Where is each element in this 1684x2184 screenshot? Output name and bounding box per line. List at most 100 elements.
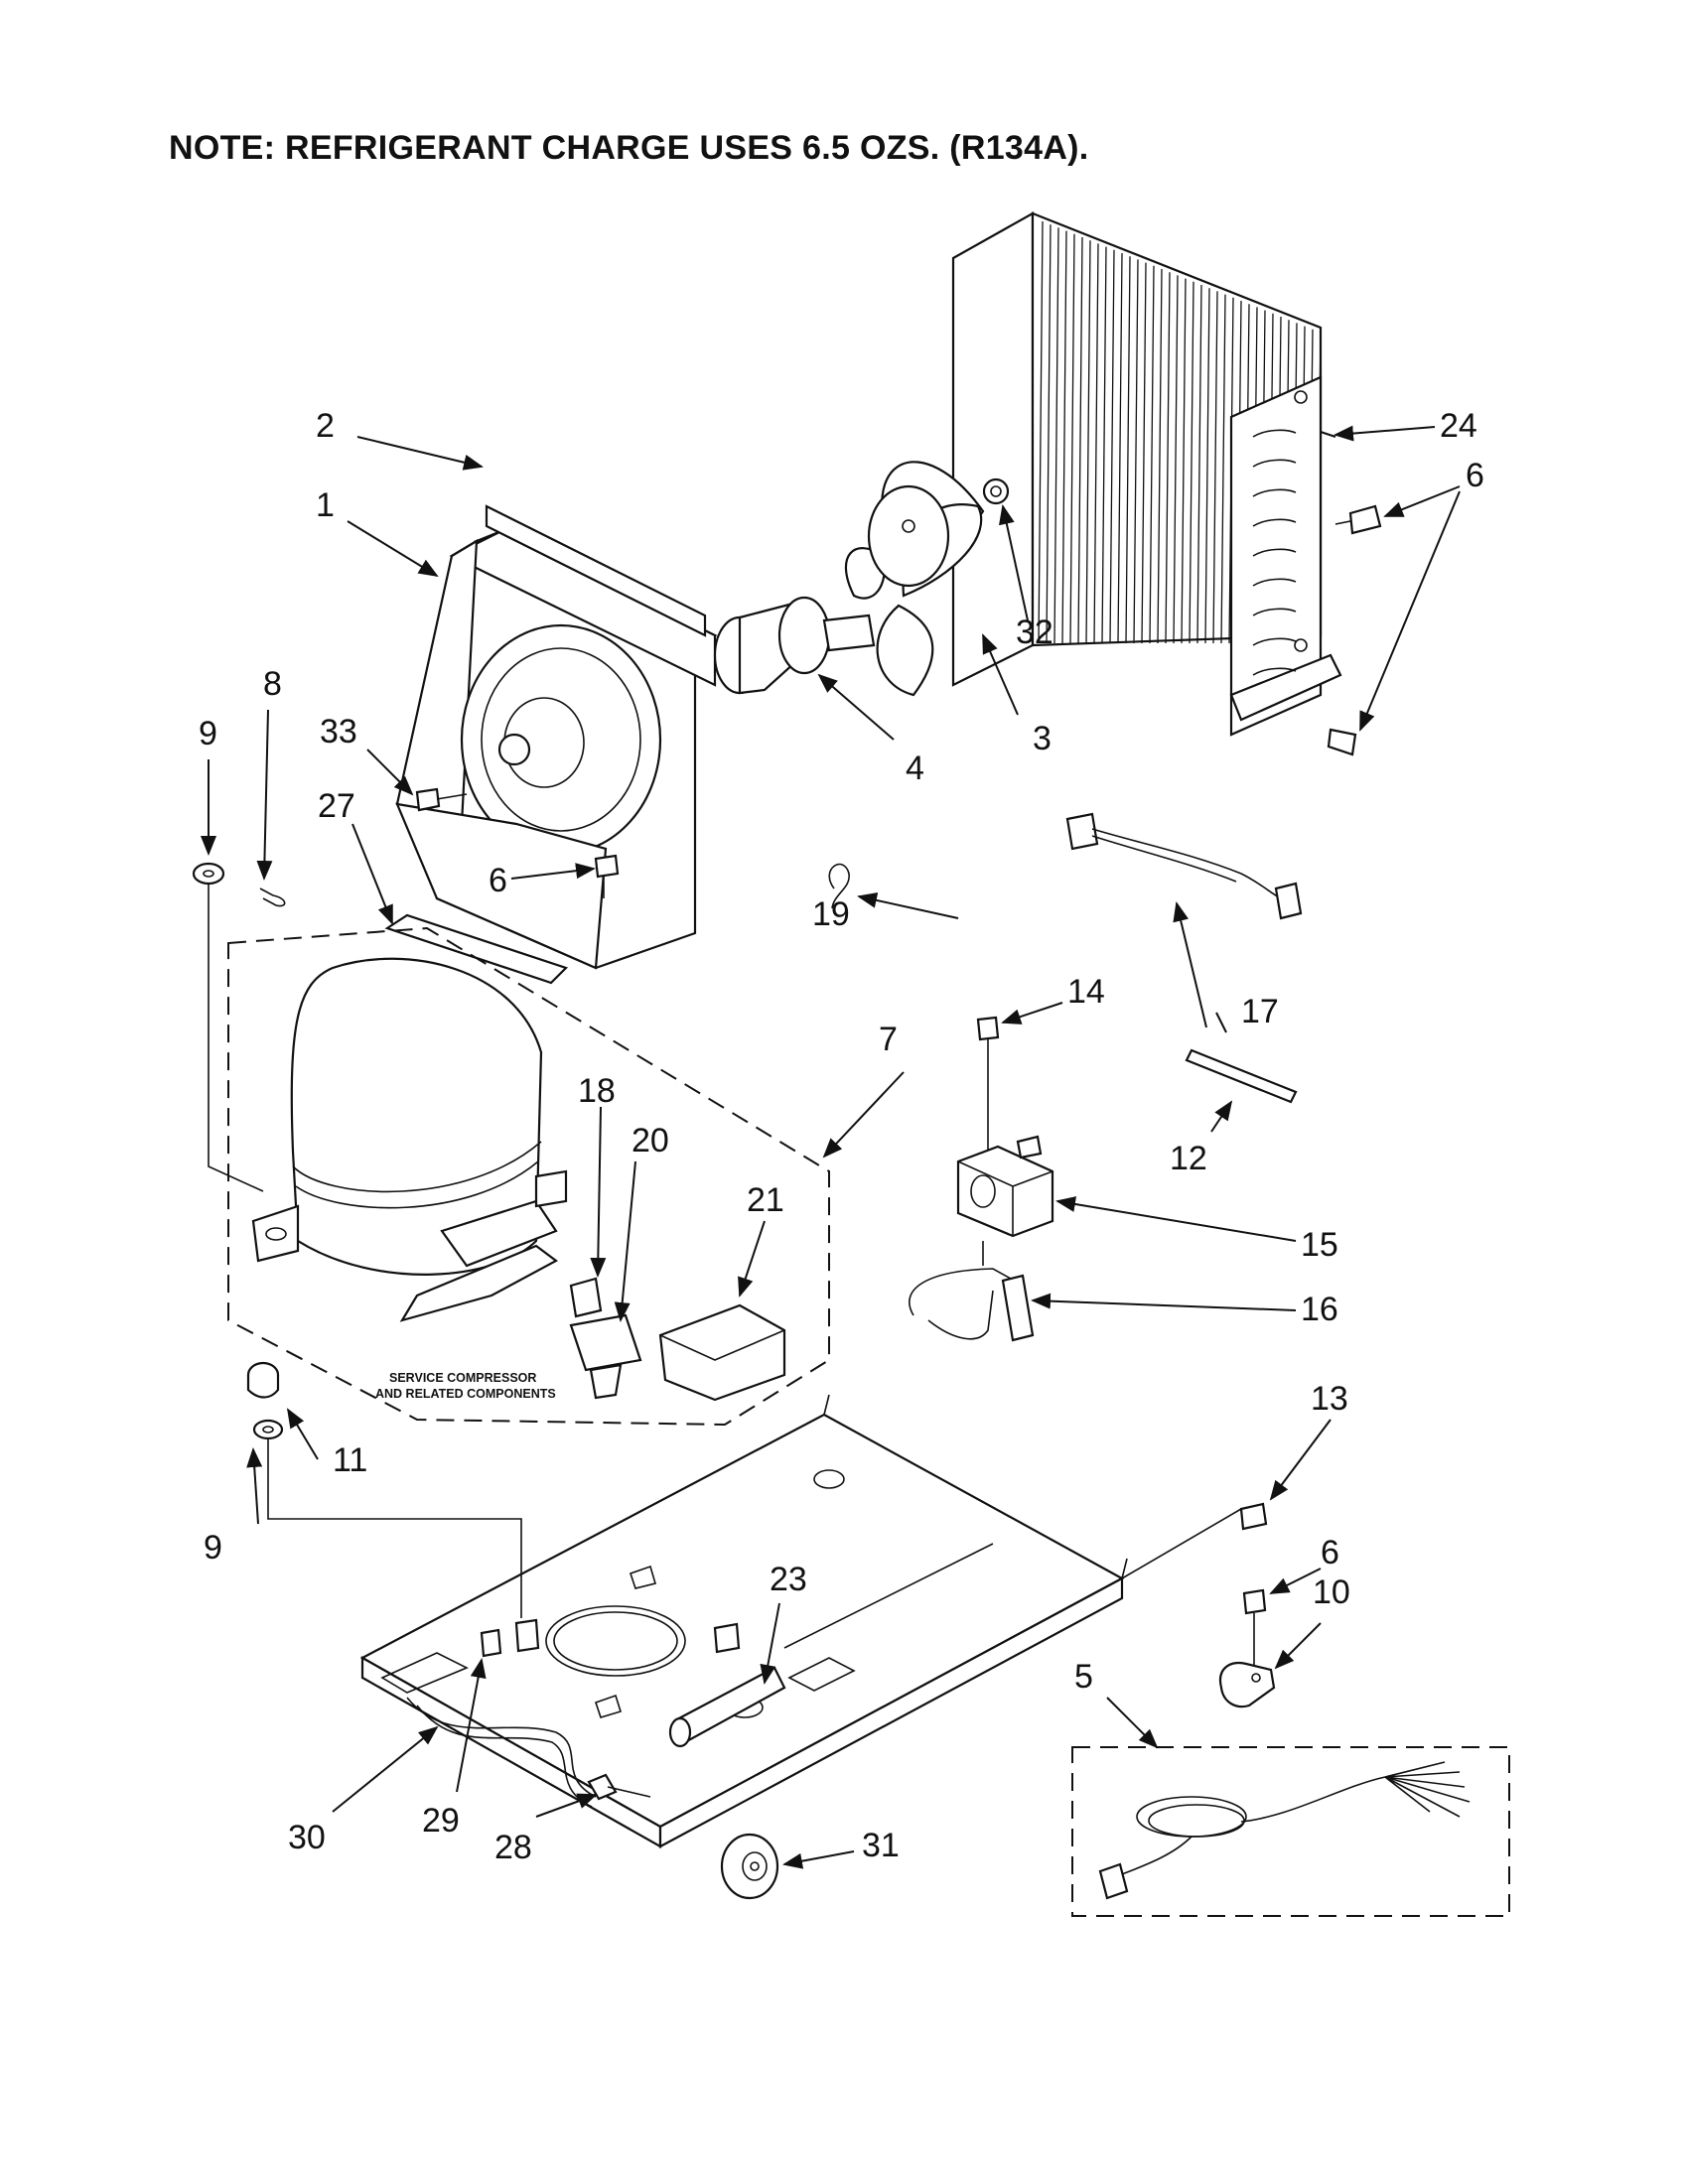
bracket-16 [909,1268,1035,1342]
condenser-tube-bend [1252,548,1297,557]
screw-29 [480,1628,502,1658]
callout-29: 29 [422,1802,460,1840]
callout-31: 31 [862,1827,900,1864]
fan-shroud [395,529,718,970]
screw-13 [1239,1502,1268,1531]
service-compressor-outline [227,926,830,1427]
condenser-fin [1181,278,1187,644]
condenser-fin [1053,227,1059,644]
washer-9-bottom [252,1419,284,1440]
callout-17: 17 [1241,993,1279,1030]
tube-30 [406,1697,597,1808]
relay-20 [569,1313,642,1400]
tube-12 [1185,1048,1298,1104]
capacitor-cover-21 [658,1303,786,1402]
condenser-fin [1196,284,1202,644]
condenser-fin [1189,281,1194,644]
condenser-fin [1046,224,1052,644]
solenoid-coil-15 [956,1135,1054,1238]
callout-30: 30 [288,1819,326,1856]
callout-33: 33 [320,713,357,751]
wire-harness-17 [1065,812,1303,920]
callout-19: 19 [812,895,850,933]
condenser-fin [1165,272,1171,644]
condenser-fin [1069,233,1075,644]
callout-24: 24 [1440,407,1477,445]
callout-4: 4 [906,750,924,787]
callout-32: 32 [1016,614,1053,651]
condenser-fin [1133,259,1139,644]
condenser-fin [1101,246,1107,644]
overload-18 [569,1277,603,1318]
base-pan [359,1394,1128,1848]
condenser-fin [1085,240,1091,644]
callout-20: 20 [632,1122,669,1160]
callout-6-a: 6 [1466,457,1484,494]
screw-6-lower [1327,728,1357,756]
clip-8 [259,887,286,907]
condenser-fin [1149,265,1155,644]
callout-9-a: 9 [199,715,217,752]
callout-11: 11 [333,1441,367,1479]
callout-6-b: 6 [489,862,507,899]
callout-8: 8 [263,665,282,703]
clamp-10 [1218,1661,1276,1708]
callout-23: 23 [770,1561,807,1598]
callout-27: 27 [318,787,355,825]
callout-16: 16 [1301,1291,1338,1328]
condenser-fin [1157,268,1163,644]
callout-7: 7 [879,1021,898,1058]
condenser-fin [1173,275,1179,644]
fan-motor [713,596,876,695]
screw-33 [415,787,468,812]
refrigerant-note: NOTE: REFRIGERANT CHARGE USES 6.5 OZS. (… [169,129,1089,167]
screw-6-upper [1334,504,1382,535]
fan-blade [844,461,985,697]
condenser [951,211,1342,737]
condenser-fin [1093,243,1099,644]
wheel-31 [720,1833,779,1900]
screw-6-shroud [594,854,620,898]
compressor [251,957,568,1322]
condenser-fin [1220,294,1226,644]
power-cord-5 [1098,1761,1471,1900]
callout-14: 14 [1067,973,1105,1011]
condenser-tube-bend [1252,667,1297,676]
drier-23 [668,1666,786,1748]
condenser-tube-bend [1252,608,1297,616]
condenser-fin [1212,291,1218,644]
condenser-tube-bend [1252,518,1297,527]
condenser-tube-bend [1252,429,1297,438]
callout-5: 5 [1074,1658,1093,1696]
power-cord-outline [1071,1746,1510,1917]
condenser-tube-bend [1252,637,1297,646]
condenser-tube-bend [1252,488,1297,497]
callout-28: 28 [494,1829,532,1866]
callout-6-c: 6 [1321,1534,1339,1571]
callout-21: 21 [747,1181,784,1219]
screw-14 [976,1016,1000,1157]
service-label-line1: SERVICE COMPRESSOR [389,1371,536,1385]
condenser-fin [1077,236,1083,644]
grommet-11 [246,1361,280,1399]
callout-9-b: 9 [204,1529,222,1567]
callout-18: 18 [578,1072,616,1110]
callout-15: 15 [1301,1226,1338,1264]
washer-32 [982,478,1010,505]
screw-6-cord [1242,1588,1267,1668]
leader-lines [201,425,1461,1869]
callout-10: 10 [1313,1573,1350,1611]
callout-3: 3 [1033,720,1052,757]
washer-9-top [192,862,225,886]
bolt-28 [587,1773,651,1801]
condenser-fin [1141,262,1147,644]
clip-19 [828,863,850,909]
condenser-fin [1109,249,1115,644]
callout-13: 13 [1311,1380,1348,1418]
condenser-tube-bend [1252,459,1297,468]
callouts: 2 1 24 6 32 3 4 8 9 33 27 6 19 17 14 7 1… [199,407,1484,1866]
condenser-fin [1117,252,1123,644]
condenser-fin [1125,256,1131,644]
gasket [485,504,707,637]
